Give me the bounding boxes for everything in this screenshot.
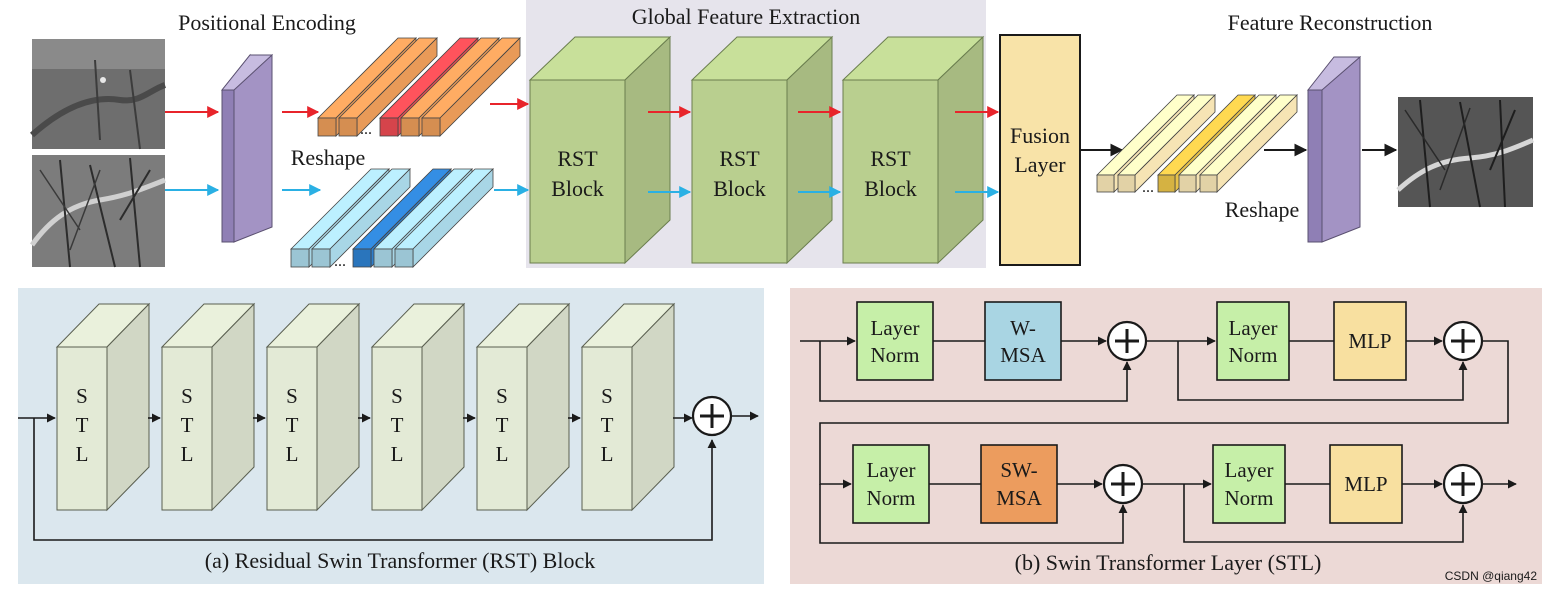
panel-a-add-node	[691, 395, 733, 437]
stl-block-3-letter-3: L	[286, 442, 299, 466]
rst-block-2-line1: RST	[719, 146, 760, 171]
fusion-layer-box	[999, 34, 1081, 266]
stl-block-6-letter-1: S	[601, 384, 613, 408]
rst-block-1-line1: RST	[557, 146, 598, 171]
row2-mlp-label: MLP	[1344, 472, 1387, 496]
row1-layer-norm-2	[1216, 301, 1290, 381]
row1-ln1-line1: Layer	[871, 316, 920, 340]
stl-block-2	[160, 302, 256, 512]
stl-block-1	[55, 302, 151, 512]
row1-mlp-box	[1333, 301, 1407, 381]
stl-block-3-letter-1: S	[286, 384, 298, 408]
panel-b-caption: (b) Swin Transformer Layer (STL)	[1015, 550, 1322, 575]
stl-block-5	[475, 302, 571, 512]
row2-skip-2	[1183, 484, 1468, 543]
fused-token-2	[1117, 94, 1216, 193]
row1-to-row2-connector	[819, 340, 1509, 489]
rst-block-2-line2: Block	[713, 176, 766, 201]
stl-block-4-letter-2: T	[391, 413, 404, 437]
row2-ln2-line1: Layer	[1225, 458, 1274, 482]
rst-block-2	[690, 35, 834, 265]
w-msa-line1: W-	[1010, 316, 1036, 340]
row1-add-node-1	[1106, 320, 1148, 362]
row1-layer-norm-1	[856, 301, 934, 381]
row1-skip-2	[1177, 341, 1468, 401]
reshape-left-label: Reshape	[291, 145, 366, 170]
stl-block-1-letter-2: T	[76, 413, 89, 437]
panel-a-caption: (a) Residual Swin Transformer (RST) Bloc…	[205, 548, 595, 573]
row2-add-node-1	[1102, 463, 1144, 505]
ir-token-5	[421, 37, 521, 137]
feature-reconstruction-title: Feature Reconstruction	[1228, 10, 1433, 35]
w-msa-box	[984, 301, 1062, 381]
rst-block-1-line2: Block	[551, 176, 604, 201]
row1-skip-1	[819, 341, 1132, 402]
stl-block-3-letter-2: T	[286, 413, 299, 437]
row2-layer-norm-2	[1212, 444, 1286, 524]
stl-block-6-letter-2: T	[601, 413, 614, 437]
vis-token-2	[311, 168, 411, 268]
fused-token-ellipsis: ...	[1142, 179, 1154, 196]
stl-block-2-letter-2: T	[181, 413, 194, 437]
stl-block-5-letter-2: T	[496, 413, 509, 437]
row2-add-node-2	[1442, 463, 1484, 505]
stl-block-6	[580, 302, 676, 512]
sw-msa-line1: SW-	[1000, 458, 1037, 482]
fused-token-5	[1199, 94, 1298, 193]
panel-a-skip-connection	[33, 418, 717, 541]
rst-block-3	[841, 35, 985, 265]
ir-token-ellipsis: ...	[360, 121, 372, 138]
vis-token-group	[290, 168, 494, 268]
row1-ln2-line2: Norm	[1229, 343, 1278, 367]
vis-token-5	[394, 168, 494, 268]
row1-add-node-2	[1442, 320, 1484, 362]
row2-mlp-box	[1329, 444, 1403, 524]
stl-block-1-letter-3: L	[76, 442, 89, 466]
row2-ln1-line2: Norm	[867, 486, 916, 510]
stl-block-1-letter-1: S	[76, 384, 88, 408]
row2-skip-1	[819, 484, 1128, 544]
stl-block-5-letter-3: L	[496, 442, 509, 466]
vis-token-ellipsis: ...	[334, 253, 346, 270]
fused-output-image	[1396, 97, 1534, 208]
global-feature-extraction-title: Global Feature Extraction	[632, 4, 860, 29]
embedding-slab-right	[1306, 55, 1362, 243]
fusion-layer-line2: Layer	[1014, 152, 1066, 177]
positional-encoding-title: Positional Encoding	[178, 10, 356, 35]
stl-block-2-letter-1: S	[181, 384, 193, 408]
fusion-layer-line1: Fusion	[1010, 123, 1070, 148]
stl-block-2-letter-3: L	[181, 442, 194, 466]
rst-blocks: RST Block RST Block RST Block	[528, 35, 985, 265]
infrared-input-image	[30, 39, 167, 150]
w-msa-line2: MSA	[1000, 343, 1046, 367]
rst-block-1	[528, 35, 672, 265]
stl-block-4-letter-1: S	[391, 384, 403, 408]
fused-token-group	[1096, 94, 1298, 193]
ir-token-2	[338, 37, 438, 137]
stl-block-5-letter-1: S	[496, 384, 508, 408]
row1-ln1-line2: Norm	[871, 343, 920, 367]
row1-ln2-line1: Layer	[1229, 316, 1278, 340]
stl-block-4	[370, 302, 466, 512]
embedding-slab-left-box	[233, 53, 273, 243]
rst-block-3-line1: RST	[870, 146, 911, 171]
sw-msa-line2: MSA	[996, 486, 1042, 510]
row2-ln2-line2: Norm	[1225, 486, 1274, 510]
stl-block-3	[265, 302, 361, 512]
row2-layer-norm-1	[852, 444, 930, 524]
watermark: CSDN @qiang42	[1445, 569, 1538, 583]
visible-input-image	[29, 155, 166, 268]
ir-token-group	[317, 37, 521, 137]
row2-ln1-line1: Layer	[867, 458, 916, 482]
sw-msa-box	[980, 444, 1058, 524]
stl-block-6-letter-3: L	[601, 442, 614, 466]
row1-mlp-label: MLP	[1348, 329, 1391, 353]
reshape-right-label: Reshape	[1225, 197, 1300, 222]
rst-block-3-line2: Block	[864, 176, 917, 201]
stl-block-4-letter-3: L	[391, 442, 404, 466]
